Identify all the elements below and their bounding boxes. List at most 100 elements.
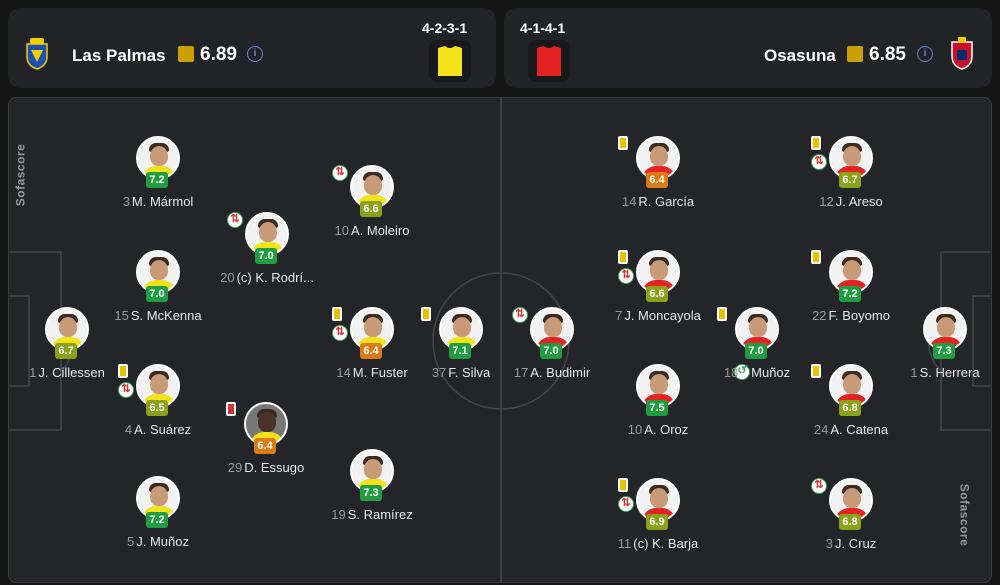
player-name[interactable]: 20(c) K. Rodrí... <box>192 270 342 285</box>
player-rating-badge: 6.9 <box>646 514 668 530</box>
player-number: 19 <box>331 507 346 522</box>
away-team-header: 4-1-4-1 Osasuna 6.85 i <box>504 8 992 88</box>
player-number: 20 <box>220 270 235 285</box>
player-rating-badge: 6.8 <box>839 400 861 416</box>
osasuna-crest-icon <box>951 37 973 70</box>
player-number: 15 <box>114 308 129 323</box>
player-rating-badge: 6.4 <box>646 172 668 188</box>
player-rating-badge: 7.1 <box>449 343 471 359</box>
player-name-text: (c) K. Rodrí... <box>236 270 314 285</box>
player-rating-badge: 6.6 <box>646 286 668 302</box>
away-jersey-icon <box>528 40 570 82</box>
sofascore-watermark-right: Sofascore <box>957 483 972 547</box>
player-number: 1 <box>910 365 918 380</box>
player-rating-badge: 7.0 <box>540 343 562 359</box>
substitution-icon: ⇅ <box>227 212 243 228</box>
player-name-text: A. Suárez <box>134 422 192 437</box>
substitution-icon: ⇅ <box>512 307 528 323</box>
player-number: 1 <box>29 365 37 380</box>
player-rating-badge: 6.8 <box>839 514 861 530</box>
away-formation: 4-1-4-1 <box>520 20 566 36</box>
yellow-card-icon <box>618 478 628 492</box>
home-team-rating: 6.89 <box>200 44 237 65</box>
substitution-icon: ⇅ <box>811 154 827 170</box>
substitution-icon: ⇅ <box>332 325 348 341</box>
yellow-card-icon <box>618 136 628 150</box>
player-name-text: D. Essugo <box>244 460 305 475</box>
player-rating-badge: 6.7 <box>55 343 77 359</box>
home-team-name[interactable]: Las Palmas <box>72 46 166 65</box>
info-icon[interactable]: i <box>247 46 263 62</box>
player-rating-badge: 7.3 <box>933 343 955 359</box>
las-palmas-crest-icon <box>26 38 48 70</box>
player-number: 10 <box>334 223 349 238</box>
player-avatar[interactable] <box>829 364 873 408</box>
player-name-text: I. Muñoz <box>740 365 791 380</box>
substitution-icon: ⇅ <box>811 478 827 494</box>
home-formation: 4-2-3-1 <box>422 20 468 36</box>
player-name-text: F. Silva <box>448 365 491 380</box>
goal-icon: ↺ <box>734 364 750 380</box>
player-rating-badge: 6.4 <box>254 438 276 454</box>
player-number: 4 <box>124 422 133 437</box>
player-name-text: A. Catena <box>830 422 889 437</box>
away-team-name[interactable]: Osasuna <box>764 46 836 65</box>
player-name[interactable]: 11(c) K. Barja <box>583 536 733 551</box>
away-rating-icon <box>847 46 863 62</box>
home-team-header: Las Palmas 6.89 i 4-2-3-1 <box>8 8 496 88</box>
yellow-card-icon <box>811 364 821 378</box>
player-name-text: J. Cillessen <box>38 365 105 380</box>
player-rating-badge: 7.0 <box>146 286 168 302</box>
info-icon[interactable]: i <box>917 46 933 62</box>
player-name-text: J. Areso <box>835 194 883 209</box>
player-rating-badge: 7.0 <box>745 343 767 359</box>
player-number: 3 <box>122 194 130 209</box>
player-rating-badge: 7.2 <box>146 512 168 528</box>
player-name-text: A. Oroz <box>644 422 689 437</box>
player-number: 22 <box>812 308 827 323</box>
